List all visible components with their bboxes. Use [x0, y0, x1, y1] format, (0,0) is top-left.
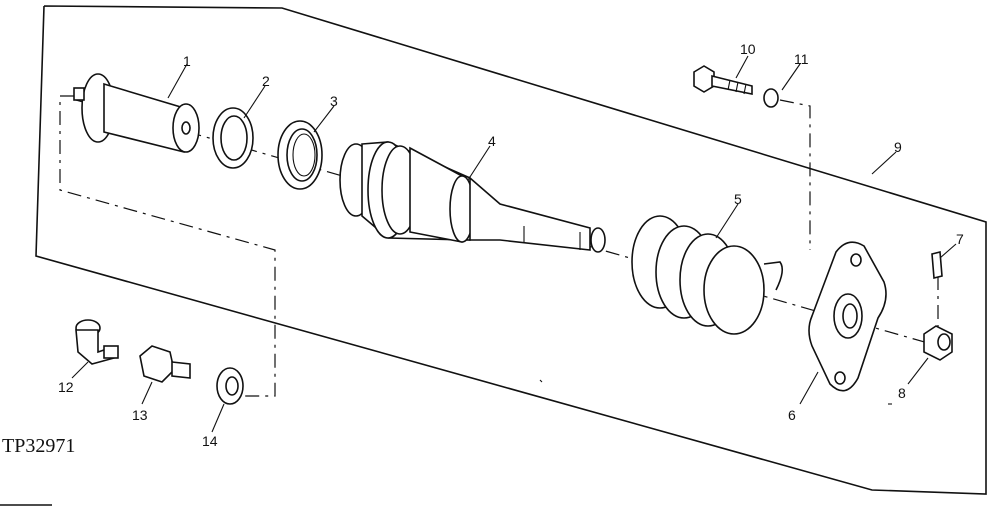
callout-1: 1	[183, 53, 191, 69]
callout-leaders	[71, 55, 957, 433]
flanged-bushing-part	[73, 73, 200, 153]
callout-8: 8	[898, 385, 906, 401]
grease-fitting-part	[75, 319, 119, 365]
callout-13: 13	[132, 407, 148, 423]
washer-part	[212, 107, 254, 169]
flat-washer-part	[216, 367, 244, 405]
castle-nut-part	[923, 325, 953, 361]
callout-7: 7	[956, 231, 964, 247]
callout-labels: 1 2 3 4 5 6 7 8 9 10 11 12 13 14	[58, 41, 964, 449]
callout-12: 12	[58, 379, 74, 395]
callout-14: 14	[202, 433, 218, 449]
mounting-plate-part	[808, 241, 887, 392]
seal-ring-part	[277, 120, 323, 190]
figure-reference: TP32971	[2, 435, 75, 457]
callout-11: 11	[794, 51, 809, 67]
cotter-pin-part	[931, 250, 943, 280]
adapter-fitting-part	[139, 345, 191, 383]
fitting-leader-dashes	[59, 95, 276, 397]
callout-9: 9	[894, 139, 902, 155]
callout-6: 6	[788, 407, 796, 423]
callout-5: 5	[734, 191, 742, 207]
callout-10: 10	[740, 41, 756, 57]
assembly-boundary-panel	[35, 5, 987, 495]
coil-spring-part	[631, 215, 784, 335]
stray-marks	[539, 379, 892, 405]
callout-4: 4	[488, 133, 496, 149]
callout-3: 3	[330, 93, 338, 109]
lock-washer-part	[763, 88, 779, 108]
callout-2: 2	[262, 73, 270, 89]
cap-screw-part	[693, 65, 753, 95]
bolt-leader-dash	[779, 99, 811, 250]
idler-shaft-part	[339, 141, 606, 253]
